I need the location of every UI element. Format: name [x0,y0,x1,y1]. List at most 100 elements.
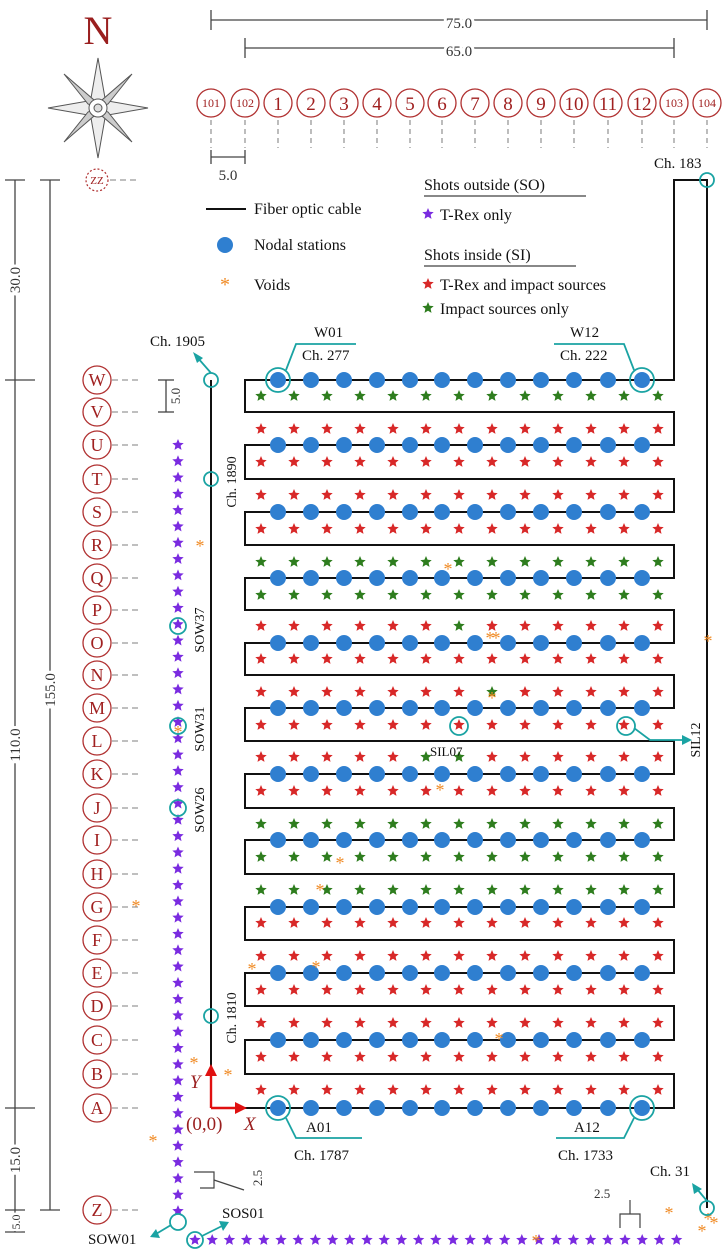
nodal-station [402,1100,418,1116]
north-arrow-compass: N [47,8,149,159]
impact-shot-icon [354,390,366,401]
impact-shot-icon [519,818,531,829]
trex-impact-shot-icon [453,950,465,961]
trex-impact-shot-icon [552,719,564,730]
void-marker-icon: * [316,880,325,900]
trex-only-shot-icon [172,1172,184,1184]
offset-dimensions [194,1171,641,1228]
trex-impact-shot-icon [552,620,564,631]
label-sow37: SOW37 [193,607,208,652]
void-marker-icon: * [174,722,183,742]
impact-shot-icon [453,620,465,631]
nodal-station [369,965,385,981]
void-marker-icon: * [698,1221,707,1241]
nodal-station [533,766,549,782]
trex-impact-shot-icon [652,523,664,534]
label-ch1890: Ch. 1890 [225,456,240,507]
nodal-station [434,700,450,716]
column-label: 2 [296,88,326,148]
trex-impact-shot-icon [585,917,597,928]
trex-only-shot-icon [636,1234,648,1245]
nodal-station [270,635,286,651]
row-label: D [82,991,142,1021]
nodal-station [336,570,352,586]
trex-impact-shot-icon [486,1084,498,1095]
row-label-text: C [91,1030,103,1050]
nodal-station [600,1032,616,1048]
trex-only-shot-icon [172,585,184,597]
dim-left-bottom: 15.0 [8,1147,24,1173]
trex-impact-shot-icon [652,950,664,961]
trex-impact-shot-icon [453,719,465,730]
nodal-station [533,899,549,915]
trex-impact-shot-icon [354,489,366,500]
trex-impact-shot-icon [321,620,333,631]
impact-shot-icon [354,884,366,895]
column-label-text: 5 [405,94,415,115]
trex-impact-shot-icon [321,686,333,697]
nodal-station [566,372,582,388]
coordinate-axes [205,1064,247,1114]
column-label-text: 2 [306,94,316,115]
nodal-station [369,372,385,388]
trex-impact-shot-icon [321,984,333,995]
label-ch1733: Ch. 1733 [558,1148,613,1164]
impact-shot-icon [486,818,498,829]
nodal-station [336,832,352,848]
row-label: I [82,825,142,855]
impact-shot-icon [387,390,399,401]
trex-only-shot-icon [653,1234,666,1245]
impact-shot-icon [585,851,597,862]
nodal-station [402,965,418,981]
trex-impact-shot-icon [354,1051,366,1062]
nodal-station [500,635,516,651]
trex-impact-shot-icon [519,751,531,762]
column-label-text: 6 [437,94,447,115]
column-label: 104 [692,88,722,148]
row-label: F [82,925,142,955]
shots-inside [255,390,664,1095]
axis-labels: Y X (0,0) [186,1072,257,1135]
trex-impact-shot-icon [420,917,432,928]
impact-shot-icon [288,851,300,862]
column-label: 8 [493,88,523,148]
nodal-station [634,437,650,453]
y-axis-arrowhead-icon [205,1064,217,1076]
label-ch183: Ch. 183 [654,156,702,172]
trex-only-shot-icon [430,1234,442,1245]
nodal-station [402,570,418,586]
impact-shot-icon [585,884,597,895]
nodal-station [566,1032,582,1048]
trex-impact-shot-icon [288,751,300,762]
top-dimension-labels: 75.0 65.0 5.0 [219,13,476,184]
row-label-text: J [93,798,100,818]
trex-impact-shot-icon [255,984,267,995]
impact-shot-icon [519,556,531,567]
impact-shot-icon [453,751,465,762]
impact-shot-icon [354,851,366,862]
nodal-station [402,766,418,782]
nodal-station [600,766,616,782]
impact-shot-icon [387,884,399,895]
nodal-station [566,700,582,716]
trex-impact-shot-icon [652,1084,664,1095]
shot-highlight-sos01 [186,1231,204,1249]
nodal-station [600,700,616,716]
legend-void-swatch: * [220,274,230,296]
trex-impact-shot-icon [453,489,465,500]
trex-impact-shot-icon [552,1017,564,1028]
nodal-station [600,899,616,915]
trex-only-shot-icon [172,1139,184,1151]
nodal-station [303,635,319,651]
trex-impact-shot-icon [486,620,498,631]
legend-fiber-label: Fiber optic cable [254,201,362,218]
row-label-text: L [92,731,103,751]
trex-only-shot-icon [481,1234,494,1245]
impact-shot-icon [321,851,333,862]
impact-shot-icon [354,818,366,829]
trex-only-shot-icon [172,911,184,923]
impact-shot-icon [552,851,564,862]
nodal-station [270,766,286,782]
void-marker-icon: * [190,1053,199,1073]
dim-col-spacing: 5.0 [219,168,238,184]
